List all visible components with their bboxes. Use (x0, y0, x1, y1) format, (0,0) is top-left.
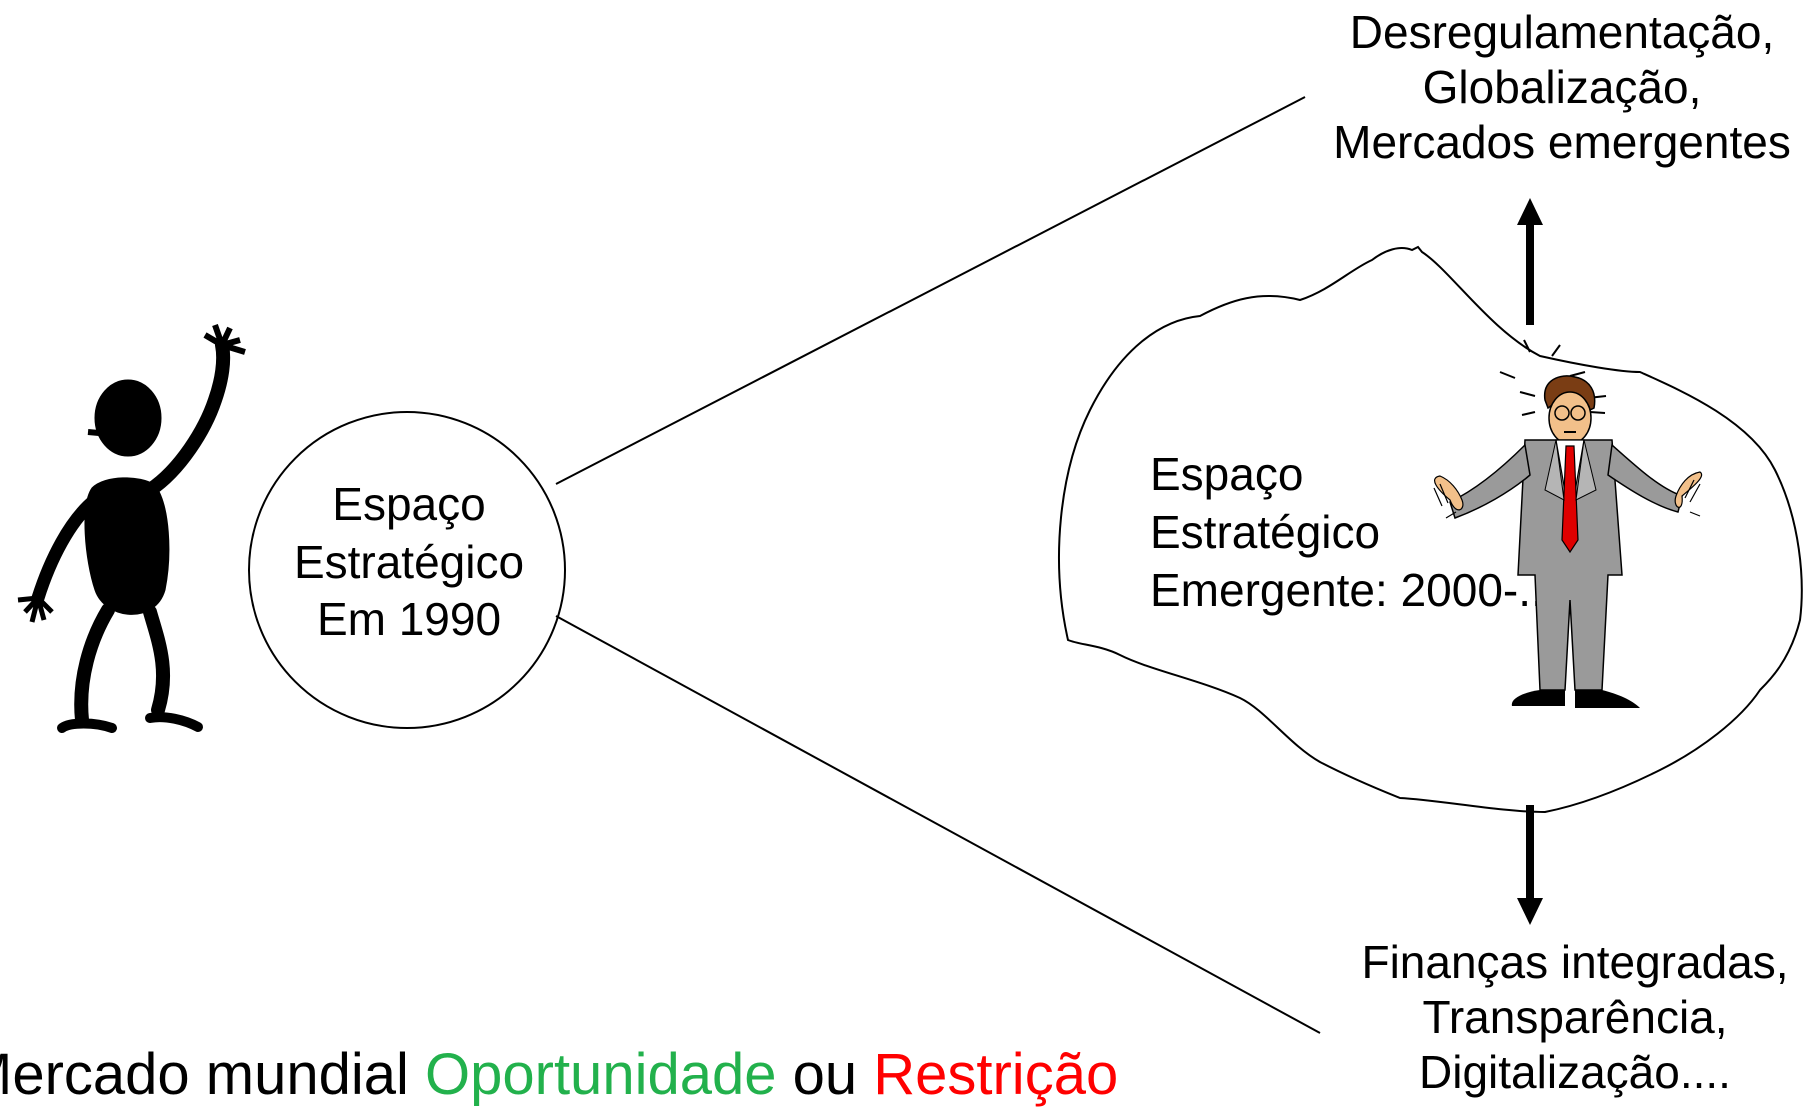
cloud-label-line-3: Emergente: 2000-.. (1150, 564, 1544, 616)
statement-opportunity: Oportunidade (425, 1042, 777, 1107)
circle-label-line-2: Estratégico (294, 536, 524, 588)
bottom-label-line-2: Transparência, (1422, 991, 1727, 1043)
statement-restriction: Restrição (873, 1042, 1119, 1107)
circle-label-line-3: Em 1990 (317, 593, 501, 645)
confused-businessman-icon (1433, 339, 1703, 708)
cloud-label-line-1: Espaço (1150, 448, 1303, 500)
upward-arrow (1517, 198, 1543, 325)
circle-label-line-1: Espaço (332, 478, 485, 530)
top-label-line-1: Desregulamentação, (1350, 6, 1774, 58)
top-label-line-2: Globalização, (1423, 61, 1702, 113)
emergent-strategic-space-cloud (1058, 245, 1803, 814)
bottom-statement: Mercado mundial Oportunidade ou Restriçã… (0, 1040, 1290, 1110)
downward-arrow (1517, 805, 1543, 925)
statement-part-1: Mercado mundial (0, 1042, 425, 1107)
cloud-label-line-2: Estratégico (1150, 506, 1380, 558)
strategic-space-1990-circle (248, 411, 566, 729)
statement-middle: ou (776, 1042, 874, 1107)
lower-expansion-line (555, 615, 1321, 1034)
bottom-label-line-1: Finanças integradas, (1361, 936, 1788, 988)
waving-person-silhouette-icon (17, 324, 246, 733)
top-label-line-3: Mercados emergentes (1333, 116, 1791, 168)
bottom-label-line-3: Digitalização.... (1419, 1046, 1731, 1098)
upper-expansion-line (555, 96, 1306, 485)
